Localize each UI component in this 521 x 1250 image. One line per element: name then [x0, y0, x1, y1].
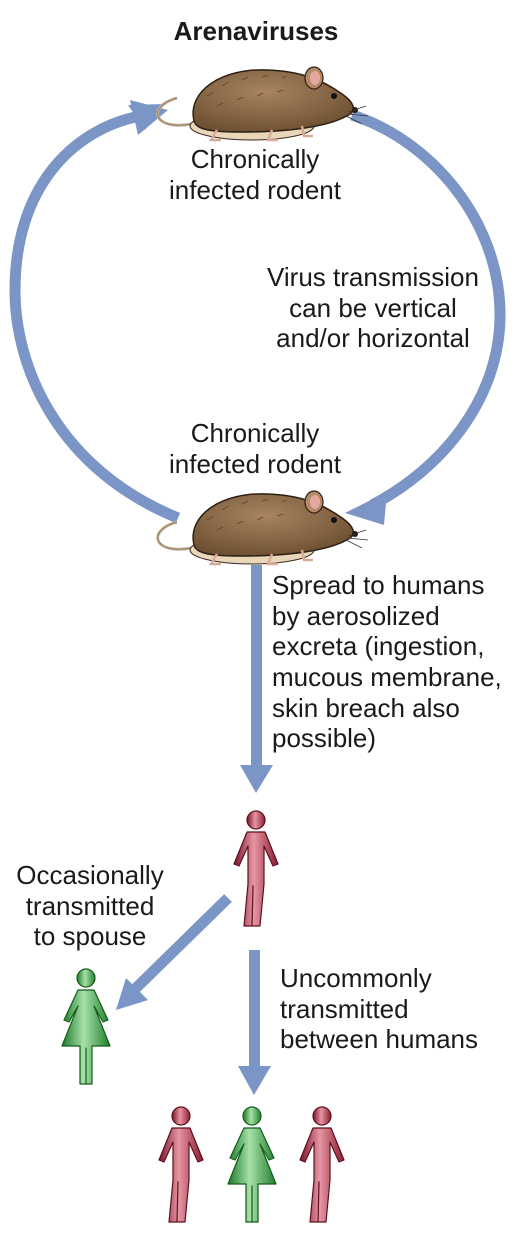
- cycle-arrow-left: [9, 110, 181, 524]
- label-spouse: Occasionally transmitted to spouse: [2, 860, 178, 952]
- label-line: by aerosolized: [272, 600, 440, 631]
- male-person-icon: [233, 810, 279, 927]
- label-line: excreta (ingestion,: [272, 631, 485, 662]
- between-arrowhead: [238, 1066, 271, 1095]
- label-line: infected rodent: [168, 174, 341, 205]
- female-person-icon: [227, 1106, 277, 1223]
- male-person-icon: [158, 1106, 204, 1223]
- label-line: and/or horizontal: [276, 323, 470, 354]
- label-line: Spread to humans: [272, 570, 485, 600]
- spouse-arrow-shaft: [128, 894, 232, 996]
- label-line: Chronically: [190, 418, 320, 448]
- diagram-title: Arenaviruses: [173, 16, 339, 46]
- label-line: transmitted: [280, 993, 409, 1024]
- male-person-icon: [299, 1106, 345, 1223]
- label-line: skin breach also: [272, 692, 460, 723]
- label-transmission: Virus transmission can be vertical and/o…: [248, 262, 498, 354]
- between-arrow-shaft: [249, 950, 260, 1070]
- label-line: infected rodent: [168, 448, 341, 479]
- label-line: transmitted: [25, 890, 155, 921]
- label-between-humans: Uncommonly transmitted between humans: [280, 963, 505, 1055]
- cycle-arrow-right: [350, 109, 506, 510]
- label-line: possible): [272, 723, 377, 754]
- spread-arrowhead: [240, 765, 273, 793]
- label-line: Chronically: [190, 144, 320, 174]
- female-person-icon: [61, 968, 111, 1085]
- label-line: Uncommonly: [280, 963, 432, 993]
- label-line: mucous membrane,: [272, 662, 502, 693]
- label-line: Virus transmission: [267, 262, 479, 292]
- spouse-arrowhead: [116, 978, 148, 1010]
- rodent-icon: [156, 65, 370, 142]
- label-line: between humans: [280, 1024, 479, 1055]
- label-rodent-bottom: Chronically infected rodent: [130, 418, 380, 479]
- label-line: can be vertical: [289, 292, 457, 323]
- rodent-icon: [156, 489, 370, 566]
- spread-arrow-shaft: [251, 565, 262, 768]
- label-spread: Spread to humans by aerosolized excreta …: [272, 570, 517, 754]
- cycle-arrowhead-right: [345, 492, 387, 525]
- label-line: to spouse: [33, 921, 147, 952]
- label-rodent-top: Chronically infected rodent: [130, 144, 380, 205]
- label-line: Occasionally: [16, 860, 164, 890]
